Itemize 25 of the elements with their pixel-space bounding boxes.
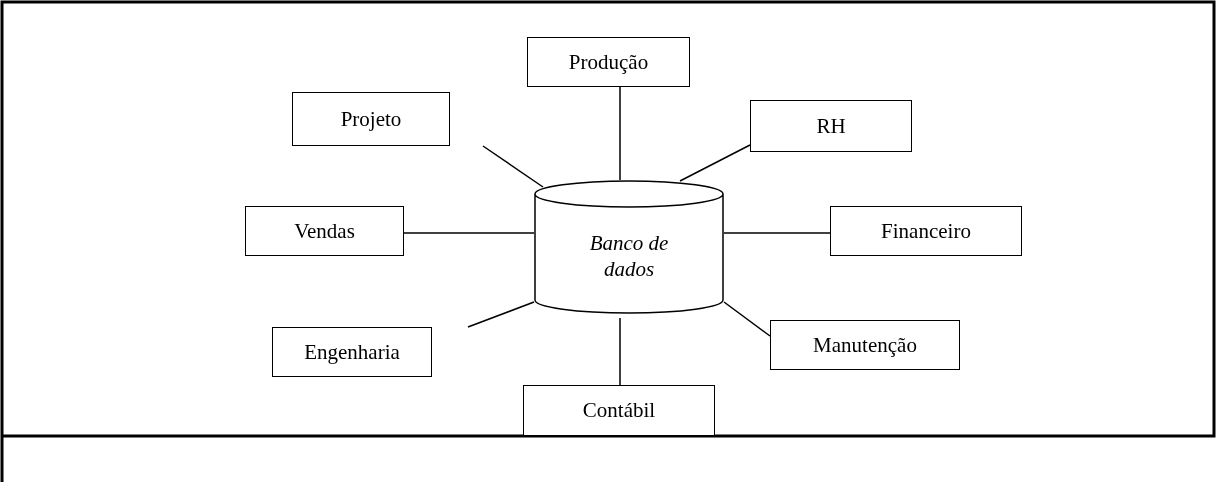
department-box [750, 100, 912, 152]
department-box [245, 206, 404, 256]
connector-line [482, 145, 544, 188]
department-label: Projeto [340, 106, 402, 132]
department-label: Engenharia [304, 339, 400, 365]
connector-line [467, 301, 535, 328]
department-label: RH [816, 113, 846, 139]
connector-line [619, 86, 621, 181]
department-box [523, 385, 715, 436]
connector-line [679, 144, 751, 182]
connector-line [723, 301, 771, 337]
department-box [770, 320, 960, 370]
department-box [830, 206, 1022, 256]
department-label: Financeiro [881, 218, 971, 244]
connector-line [403, 232, 535, 234]
department-label: Manutenção [813, 332, 917, 358]
database-label: Banco de dados [588, 230, 670, 282]
department-box [292, 92, 450, 146]
connector-line [619, 317, 621, 386]
department-label: Contábil [582, 398, 656, 423]
department-label: Vendas [294, 218, 355, 244]
connector-line [723, 232, 831, 234]
department-box [272, 327, 432, 377]
department-box [527, 37, 690, 87]
department-label: Produção [568, 49, 649, 75]
